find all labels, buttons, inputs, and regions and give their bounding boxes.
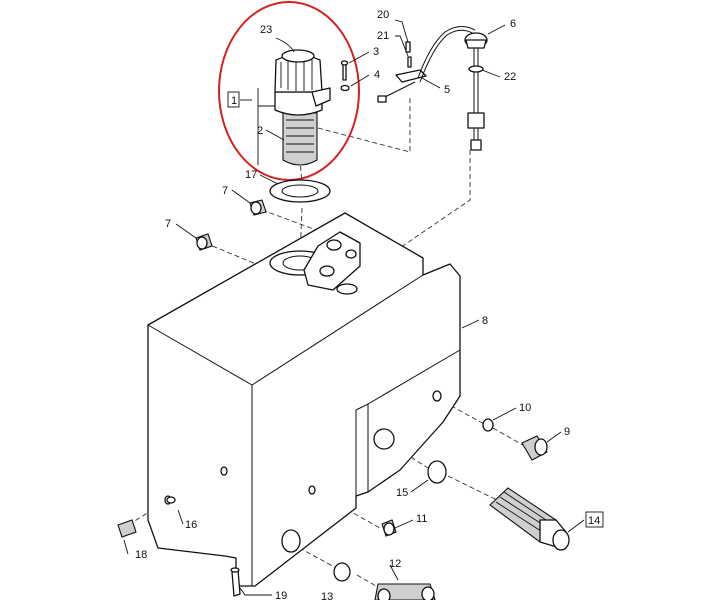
callout-5: 5 xyxy=(444,84,450,96)
callout-7-upper: 7 xyxy=(222,185,228,197)
callout-23: 23 xyxy=(260,24,272,36)
callout-2: 2 xyxy=(257,125,263,137)
callout-9: 9 xyxy=(564,426,570,438)
callout-6: 6 xyxy=(510,18,516,30)
breather-plugs xyxy=(195,199,267,251)
callout-16: 16 xyxy=(185,519,197,531)
leader-lines xyxy=(123,19,585,596)
callout-22: 22 xyxy=(504,71,516,83)
flange-gasket xyxy=(269,179,331,203)
callout-4: 4 xyxy=(374,69,380,81)
callout-11: 11 xyxy=(416,513,427,525)
callout-12: 12 xyxy=(389,558,401,570)
callout-1: 1 xyxy=(231,95,237,107)
callout-19: 19 xyxy=(275,590,287,600)
callout-box-1 xyxy=(227,91,240,108)
level-sender-assembly xyxy=(377,26,488,151)
callout-labels: 1 2 3 4 5 6 7 7 8 9 10 11 12 13 14 15 16… xyxy=(135,9,600,600)
callout-13: 13 xyxy=(321,591,333,600)
callout-20: 20 xyxy=(377,9,389,21)
screw-and-washer xyxy=(340,60,350,92)
callout-15: 15 xyxy=(396,487,408,499)
callout-17: 17 xyxy=(245,169,257,181)
callout-10: 10 xyxy=(519,402,531,414)
lower-fittings xyxy=(117,496,436,600)
callout-8: 8 xyxy=(482,315,488,327)
callout-7-lower: 7 xyxy=(165,218,171,230)
callout-21: 21 xyxy=(377,30,389,42)
hydraulic-tank xyxy=(147,212,461,587)
callout-3: 3 xyxy=(373,46,379,58)
callout-box-14 xyxy=(585,511,604,528)
callout-14: 14 xyxy=(588,515,600,527)
return-filter-assembly xyxy=(274,49,331,166)
filter-highlight-circle xyxy=(218,1,360,181)
suction-components xyxy=(427,418,570,551)
callout-18: 18 xyxy=(135,549,147,561)
